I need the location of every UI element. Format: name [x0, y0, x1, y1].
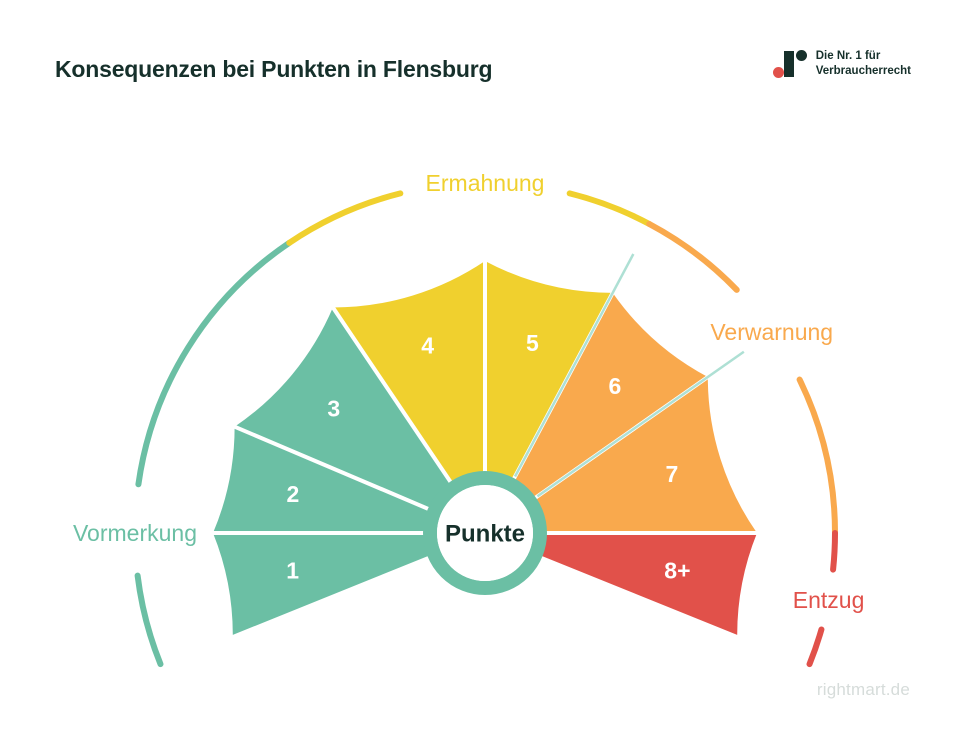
category-label-entzug: Entzug [793, 587, 865, 613]
segment-number-label: 5 [526, 330, 539, 356]
site-watermark: rightmart.de [816, 680, 910, 699]
gauge-segment-4[interactable] [332, 261, 485, 482]
segment-divider [232, 424, 431, 512]
segment-number-label: 8+ [664, 557, 690, 583]
category-arc-group [134, 190, 838, 668]
category-arc-verwarnung [796, 376, 838, 536]
category-arc-entzug [830, 530, 838, 573]
category-label-verwarnung: Verwarnung [710, 319, 833, 345]
segment-divider [330, 305, 454, 485]
category-arc-vormerkung [134, 572, 164, 668]
category-arc-ermahnung [286, 190, 404, 246]
logo-red-dot-icon [772, 67, 784, 78]
hub-inner-circle [437, 485, 533, 581]
page-title: Konsequenzen bei Punkten in Flensburg [55, 56, 493, 82]
category-arc-verwarnung [646, 220, 740, 293]
gauge-center-label: Punkte [445, 521, 525, 548]
gauge-segment-3[interactable] [234, 307, 451, 509]
hub-ring-shape [423, 471, 547, 595]
gauge-segment-6[interactable] [514, 292, 708, 498]
segment-number-label: 4 [421, 333, 434, 359]
brand-tagline-line2: Verbraucherrecht [815, 65, 911, 77]
segment-group [213, 261, 757, 635]
category-label-ermahnung: Ermahnung [426, 170, 545, 196]
logo-bar-shape [783, 51, 794, 77]
gauge-segment-2[interactable] [213, 426, 428, 533]
logo-dark-dot-icon [795, 50, 807, 61]
segment-number-label: 2 [287, 481, 300, 507]
category-arc-vormerkung [135, 239, 293, 488]
segment-number-label: 7 [666, 461, 679, 487]
category-arc-entzug [806, 626, 825, 668]
segment-number-label: 6 [608, 373, 621, 399]
gauge-segment-7[interactable] [535, 376, 757, 533]
segment-number-label: 1 [286, 557, 299, 583]
brand-tagline: Die Nr. 1 für Verbraucherrecht [816, 49, 911, 79]
leader-line-verwarnung-upper [513, 253, 635, 478]
gauge-segment-1[interactable] [213, 533, 428, 635]
segment-number-label: 3 [327, 395, 340, 421]
brand-logo: Die Nr. 1 für Verbraucherrecht [772, 48, 911, 80]
leader-line-group [513, 253, 745, 498]
gauge-segment-5[interactable] [485, 261, 613, 479]
rightmart-logo-icon [772, 48, 807, 80]
gauge-segment-8plus[interactable] [542, 533, 757, 635]
leader-line-verwarnung-lower [536, 350, 745, 498]
category-arc-ermahnung [566, 190, 653, 227]
segment-label-group: 1 2 3 4 5 6 7 8+ [286, 330, 690, 584]
gauge-hub: Punkte [423, 471, 547, 595]
category-label-vormerkung: Vormerkung [73, 520, 197, 546]
brand-tagline-line1: Die Nr. 1 für [815, 49, 881, 62]
